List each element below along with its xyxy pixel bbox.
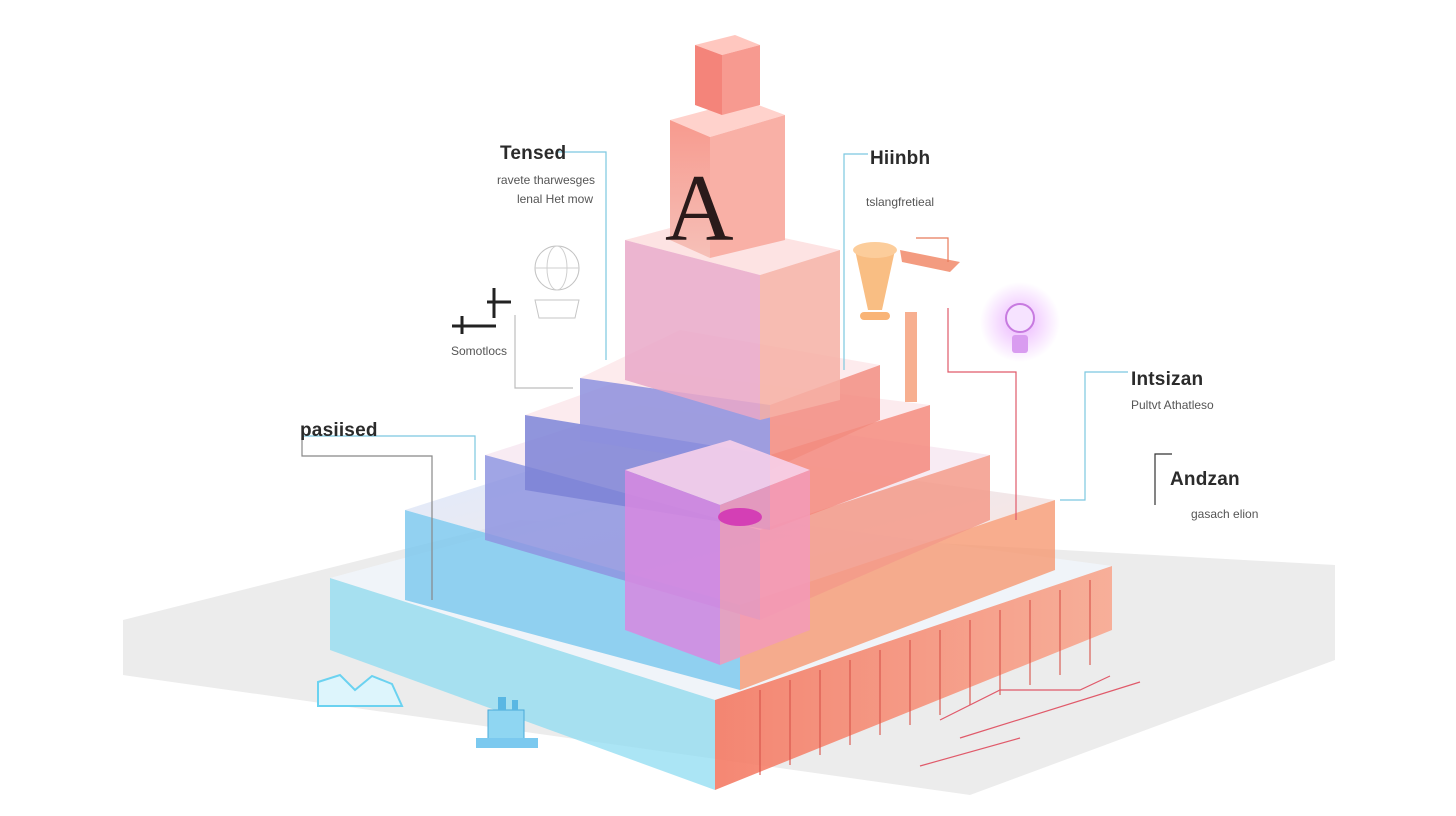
boat-icon [317,673,404,707]
label-tensed-line1: ravete tharwesges [496,173,595,187]
label-andzan-title: Andzan [1170,469,1240,490]
label-intsizan-line1: Pultvt Athatleso [1131,398,1214,412]
top-tower: A [665,35,785,261]
label-tensed-line2: lenal Het mow [516,192,593,206]
label-hiinbh-line1: tslangfretieal [866,195,935,209]
label-hiinbh-title: Hiinbh [870,148,931,169]
globe-icon [534,245,580,319]
leader-lines [301,151,1172,600]
label-intsizan-title: Intsizan [1131,369,1204,390]
label-pasiised-title: pasiised [300,420,378,441]
label-andzan-line1: gasach elion [1191,507,1259,521]
funnel-object [853,242,960,402]
tower-letter: A [665,155,734,261]
central-cube [625,440,810,665]
plus-marks-icon [452,288,511,334]
small-machine-icon [476,697,538,748]
floor-traces [919,675,1141,767]
lightbulb-icon [980,282,1060,362]
label-somotlocs: Somotlocs [451,344,508,358]
label-tensed-title: Tensed [500,143,567,164]
